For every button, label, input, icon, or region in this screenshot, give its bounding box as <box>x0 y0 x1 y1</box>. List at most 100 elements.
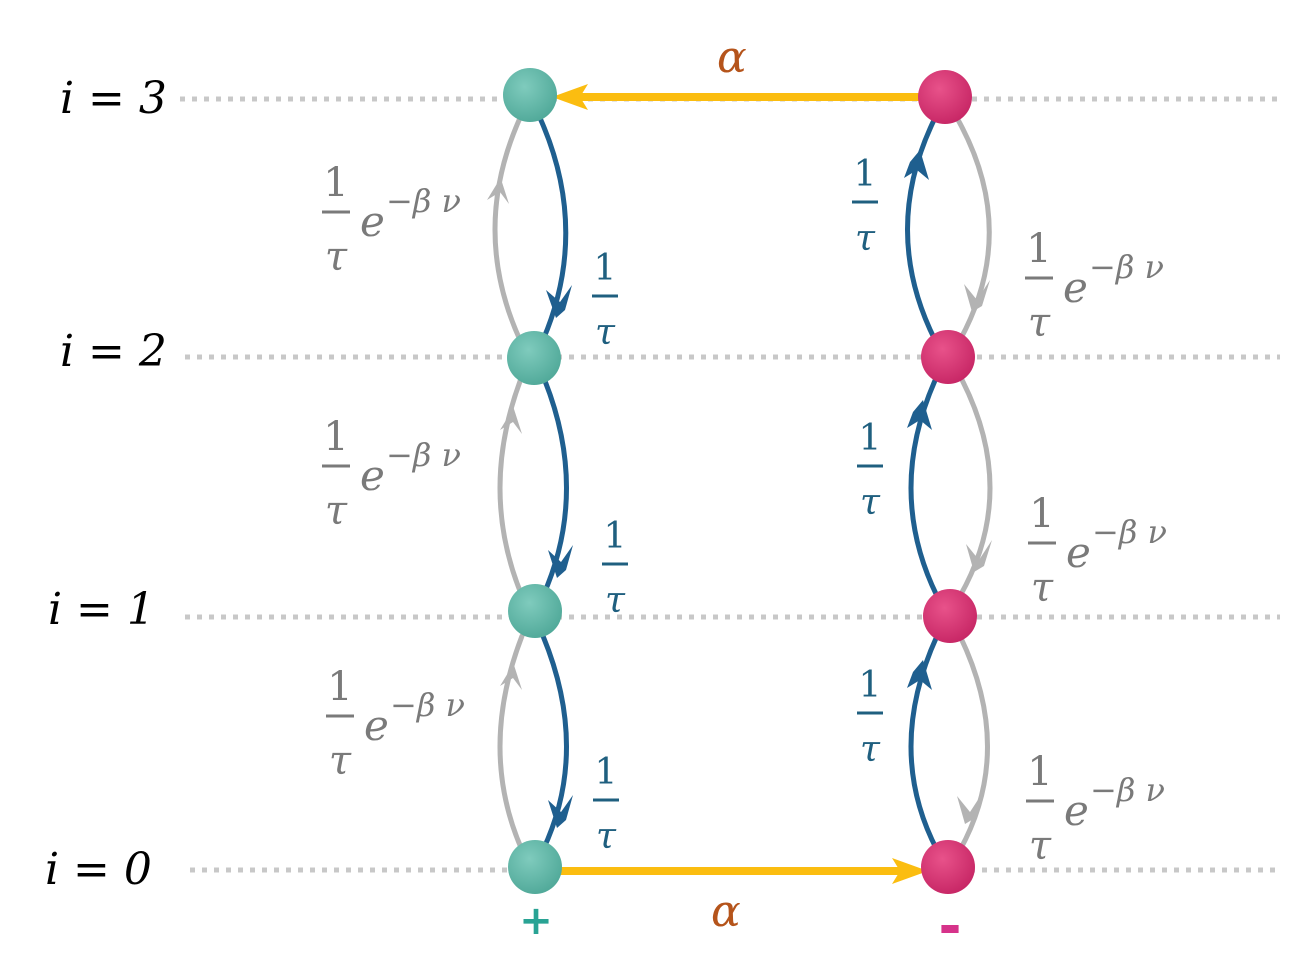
plus-node-3 <box>503 68 557 122</box>
rate-numerator: 1 <box>594 248 617 289</box>
rate-exp-base: e <box>360 451 385 500</box>
rate-denominator: τ <box>1029 823 1052 869</box>
rate-down-plus-3-2: 1 τ <box>592 248 618 353</box>
minus-up-arrow-1-2 <box>908 373 940 599</box>
rate-denominator: τ <box>596 816 617 857</box>
plus-sign: + <box>519 898 553 944</box>
minus-up-arrows <box>905 115 940 853</box>
rate-down-minus-1-0: 1 τ e −β ν <box>1026 749 1165 869</box>
plus-down-arrows <box>537 115 569 853</box>
rate-exp-base: e <box>1064 786 1089 835</box>
rate-numerator: 1 <box>323 414 348 460</box>
rate-exp-power: −β ν <box>386 436 461 474</box>
level-label-1: i = 1 <box>48 584 155 635</box>
rate-up-plus-2-3: 1 τ e −β ν <box>322 160 461 280</box>
rate-up-minus-2-3: 1 τ <box>852 154 878 259</box>
rate-numerator: 1 <box>1027 749 1052 795</box>
rate-exp-base: e <box>360 197 385 246</box>
arrowhead <box>966 540 992 572</box>
arrowhead <box>904 150 929 180</box>
rate-numerator: 1 <box>595 752 618 793</box>
plus-down-arrow-1-0 <box>540 633 569 853</box>
rate-denominator: τ <box>605 580 626 621</box>
minus-up-arrow-0-1 <box>908 633 940 853</box>
rate-up-minus-1-2: 1 τ <box>857 418 883 523</box>
arrowhead <box>907 660 932 690</box>
minus-node-3 <box>918 70 972 124</box>
rate-exp-power: −β ν <box>1089 248 1164 286</box>
rate-denominator: τ <box>325 488 348 534</box>
rate-numerator: 1 <box>859 418 882 459</box>
minus-node-0 <box>921 840 975 894</box>
level-label-0: i = 0 <box>45 844 152 895</box>
minus-sign: - <box>938 894 961 959</box>
plus-nodes <box>503 68 562 894</box>
plus-down-arrow-3-2 <box>537 115 569 343</box>
level-label-2: i = 2 <box>60 326 167 377</box>
rate-exp-base: e <box>1063 263 1088 312</box>
arrowhead <box>907 400 932 430</box>
rate-denominator: τ <box>860 482 881 523</box>
rate-down-minus-2-1: 1 τ e −β ν <box>1028 491 1167 611</box>
minus-nodes <box>918 70 977 894</box>
plus-up-arrowheads <box>487 176 522 690</box>
arrowhead <box>500 406 522 434</box>
rate-down-plus-2-1: 1 τ <box>602 516 628 621</box>
rate-denominator: τ <box>329 738 352 784</box>
rate-numerator: 1 <box>1029 491 1054 537</box>
rate-exp-power: −β ν <box>386 182 461 220</box>
rate-numerator: 1 <box>859 665 882 706</box>
rate-down-plus-1-0: 1 τ <box>593 752 619 857</box>
arrowhead <box>546 285 572 318</box>
minus-up-arrow-2-3 <box>905 115 938 343</box>
minus-up-arrowheads <box>904 150 932 690</box>
arrowhead <box>548 545 573 578</box>
minus-down-arrow-1-0 <box>957 633 990 853</box>
alpha-arrow-bottom-head <box>892 858 928 884</box>
rate-down-minus-3-2: 1 τ e −β ν <box>1025 226 1164 346</box>
minus-down-arrows <box>954 115 993 853</box>
alpha-label-top: α <box>717 32 747 83</box>
rate-denominator: τ <box>855 218 876 259</box>
rate-exp-power: −β ν <box>390 686 465 724</box>
rate-up-plus-0-1: 1 τ e −β ν <box>326 664 465 784</box>
plus-up-arrow-1-2 <box>497 373 525 599</box>
plus-up-arrows <box>492 115 525 853</box>
minus-down-arrowheads <box>957 280 992 824</box>
alpha-arrow-top <box>552 84 925 110</box>
alpha-label-bottom: α <box>711 886 741 937</box>
rate-up-minus-0-1: 1 τ <box>857 665 883 770</box>
rate-exp-power: −β ν <box>1090 771 1165 809</box>
rate-denominator: τ <box>325 234 348 280</box>
plus-down-arrow-2-1 <box>540 373 569 599</box>
arrowhead <box>548 795 573 828</box>
level-label-3: i = 3 <box>60 73 167 124</box>
rate-denominator: τ <box>1031 565 1054 611</box>
rate-denominator: τ <box>860 729 881 770</box>
alpha-arrow-top-head <box>552 84 588 110</box>
plus-up-arrow-2-3 <box>492 115 523 343</box>
minus-node-1 <box>923 589 977 643</box>
minus-down-arrow-2-1 <box>957 373 993 599</box>
rate-numerator: 1 <box>323 160 348 206</box>
arrowhead <box>500 662 522 690</box>
rate-up-plus-1-2: 1 τ e −β ν <box>322 414 461 534</box>
plus-down-arrowheads <box>546 285 573 828</box>
rate-exp-base: e <box>1066 528 1091 577</box>
rate-numerator: 1 <box>604 516 627 557</box>
minus-down-arrow-3-2 <box>954 115 992 343</box>
arrowhead <box>487 176 509 204</box>
rate-denominator: τ <box>595 312 616 353</box>
rate-exp-base: e <box>364 701 389 750</box>
rate-numerator: 1 <box>327 664 352 710</box>
rate-exp-power: −β ν <box>1092 513 1167 551</box>
rate-denominator: τ <box>1028 300 1051 346</box>
alpha-arrow-bottom <box>560 858 928 884</box>
arrowhead <box>957 792 983 824</box>
plus-node-0 <box>508 840 562 894</box>
arrowhead <box>964 280 990 312</box>
rate-numerator: 1 <box>1026 226 1051 272</box>
plus-node-1 <box>508 584 562 638</box>
minus-node-2 <box>921 330 975 384</box>
